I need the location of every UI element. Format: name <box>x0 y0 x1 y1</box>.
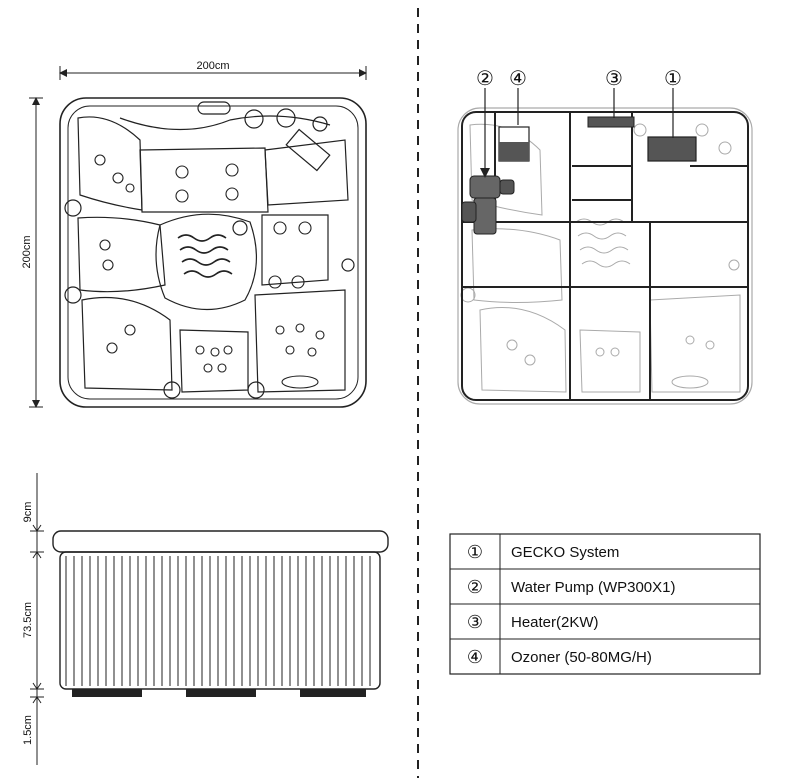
rim-fitting <box>232 220 248 236</box>
legend-label: Ozoner (50-80MG/H) <box>511 649 652 666</box>
legend-row: ④ Ozoner (50-80MG/H) <box>467 647 652 668</box>
rim-fitting <box>276 108 296 128</box>
legend-label: Water Pump (WP300X1) <box>511 579 676 596</box>
jet <box>195 345 205 355</box>
legend-label: Heater(2KW) <box>511 614 599 631</box>
jet <box>102 259 114 271</box>
jet <box>112 172 124 184</box>
jet <box>291 275 305 289</box>
jet <box>275 325 285 335</box>
jet <box>268 275 282 289</box>
base-foot-right <box>300 689 366 697</box>
support-frame <box>461 111 749 401</box>
legend-label: GECKO System <box>511 544 619 561</box>
spa-outer-shell <box>59 97 367 408</box>
legend-marker: ③ <box>467 612 483 633</box>
seat-lounger-top <box>139 147 269 213</box>
base-foot-center <box>186 689 256 697</box>
seat-right-middle <box>261 214 329 286</box>
jet <box>210 347 220 357</box>
jet <box>125 183 135 193</box>
seat-corner-top-left <box>77 116 143 211</box>
gecko-system-box <box>647 136 697 162</box>
rim-fitting <box>247 381 265 399</box>
legend-marker: ② <box>467 577 483 598</box>
base-foot-left <box>72 689 142 697</box>
seat-bottom-center <box>179 329 249 393</box>
lip-height-label: 9cm <box>22 502 34 523</box>
jet <box>124 324 136 336</box>
legend-row: ② Water Pump (WP300X1) <box>467 577 676 598</box>
cabinet-slats <box>65 556 371 686</box>
legend-marker: ① <box>467 542 483 563</box>
control-panel <box>285 128 331 172</box>
seat-right-upper <box>264 139 349 206</box>
seat-bottom-right <box>254 289 346 393</box>
rim-fitting <box>163 381 181 399</box>
jet <box>281 375 319 389</box>
jet <box>99 239 111 251</box>
jet <box>175 165 189 179</box>
equipment-view: ② ④ ③ ① <box>457 66 753 405</box>
front-view: 9cm 73.5cm 1.5cm <box>22 473 389 765</box>
jet <box>285 345 295 355</box>
seat-bottom-left <box>81 296 173 391</box>
jet <box>225 187 239 201</box>
rim-fitting <box>64 286 82 304</box>
legend-row: ① GECKO System <box>467 542 619 563</box>
marker-3: ③ <box>605 66 623 90</box>
jet <box>94 154 106 166</box>
jet <box>175 189 189 203</box>
seat-left-middle <box>77 216 166 293</box>
jet <box>217 363 227 373</box>
top-view: 200cm 200cm <box>21 60 367 408</box>
component-legend: ① GECKO System ② Water Pump (WP300X1) ③ … <box>449 533 761 675</box>
width-label: 200cm <box>196 60 229 72</box>
jet <box>295 323 305 333</box>
jet <box>307 347 317 357</box>
jet <box>223 345 233 355</box>
rim-fitting <box>64 199 82 217</box>
marker-2: ② <box>476 66 494 90</box>
footwell <box>155 213 257 311</box>
rim-fitting <box>312 116 328 132</box>
heater-unit <box>587 116 635 128</box>
jet <box>315 330 325 340</box>
rim-fitting <box>341 258 355 272</box>
jet <box>225 163 239 177</box>
depth-label: 200cm <box>21 235 33 268</box>
jet <box>106 342 118 354</box>
legend-row: ③ Heater(2KW) <box>467 612 599 633</box>
rim-fitting <box>244 109 264 129</box>
jet <box>298 221 312 235</box>
marker-4: ④ <box>509 66 527 90</box>
jet <box>203 363 213 373</box>
marker-1: ① <box>664 66 682 90</box>
legend-marker: ④ <box>467 647 483 668</box>
jet <box>273 221 287 235</box>
spa-cabinet <box>59 551 381 690</box>
body-height-label: 73.5cm <box>22 602 34 638</box>
spa-lid-lip <box>52 530 389 553</box>
water-pump <box>461 168 515 235</box>
base-height-label: 1.5cm <box>22 715 34 745</box>
